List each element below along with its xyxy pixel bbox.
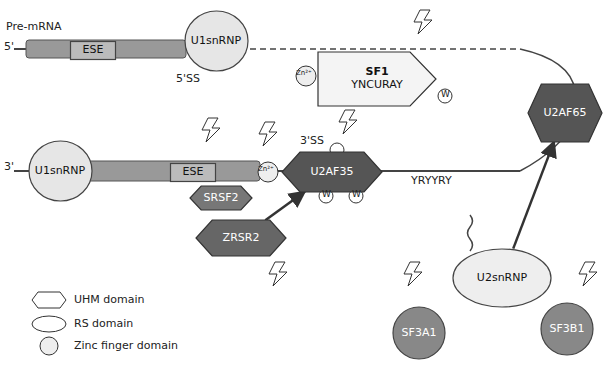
w-label: W bbox=[441, 89, 450, 99]
strand-end: 5' bbox=[4, 40, 14, 53]
legend-text: RS domain bbox=[74, 317, 133, 330]
sf3a1-circle: SF3A1 bbox=[392, 306, 446, 360]
node-text: ESE bbox=[183, 166, 204, 179]
site-label: 3'SS bbox=[300, 134, 324, 147]
zrsr2-hexagon: ZRSR2 bbox=[196, 220, 286, 256]
sf1-pentagon: SF1YNCURAY bbox=[318, 52, 436, 106]
snrnp-circle: U1snRNP bbox=[184, 10, 249, 72]
legend-text: UHM domain bbox=[74, 293, 145, 306]
node-text: U2AF35 bbox=[311, 166, 354, 179]
arrow-connector bbox=[265, 192, 305, 221]
w-label: W bbox=[322, 189, 331, 199]
node-text: ESE bbox=[83, 44, 104, 57]
zinc-label: Zn²⁺ bbox=[258, 165, 274, 173]
strand-end: 3' bbox=[4, 160, 14, 173]
legend-row: Zinc finger domain bbox=[74, 339, 178, 352]
node-text: SF3B1 bbox=[550, 323, 585, 336]
node-text: ZRSR2 bbox=[223, 232, 260, 245]
sequence-label: YRYYRY bbox=[410, 174, 453, 187]
title-label: Pre-mRNA bbox=[6, 20, 62, 33]
sf3b1-circle: SF3B1 bbox=[540, 302, 594, 356]
ese-box: ESE bbox=[170, 163, 216, 182]
legend-row: RS domain bbox=[74, 317, 133, 330]
ese-box: ESE bbox=[70, 41, 116, 60]
node-text: U2AF65 bbox=[544, 107, 587, 120]
w-label: W bbox=[352, 189, 361, 199]
legend-row: UHM domain bbox=[74, 293, 145, 306]
zinc-label: Zn²⁺ bbox=[296, 69, 312, 77]
node-text: U1snRNP bbox=[35, 165, 85, 178]
snrnp-circle: U1snRNP bbox=[28, 140, 93, 202]
node-text: U2snRNP bbox=[477, 272, 527, 285]
snrnp-circle: U2snRNP bbox=[452, 248, 552, 308]
u2af35-hexagon: U2AF35 bbox=[282, 152, 382, 192]
srsf2-hexagon: SRSF2 bbox=[190, 186, 252, 210]
u2af65-hexagon: U2AF65 bbox=[528, 84, 602, 142]
node-text: YNCURAY bbox=[351, 79, 402, 92]
node-text: U1snRNP bbox=[191, 35, 241, 48]
site-label: 5'SS bbox=[176, 72, 200, 85]
node-text: SF3A1 bbox=[402, 327, 437, 340]
node-text: SF1 bbox=[365, 66, 388, 79]
arrow-connector bbox=[513, 141, 554, 248]
legend-text: Zinc finger domain bbox=[74, 339, 178, 352]
node-text: SRSF2 bbox=[204, 192, 239, 205]
